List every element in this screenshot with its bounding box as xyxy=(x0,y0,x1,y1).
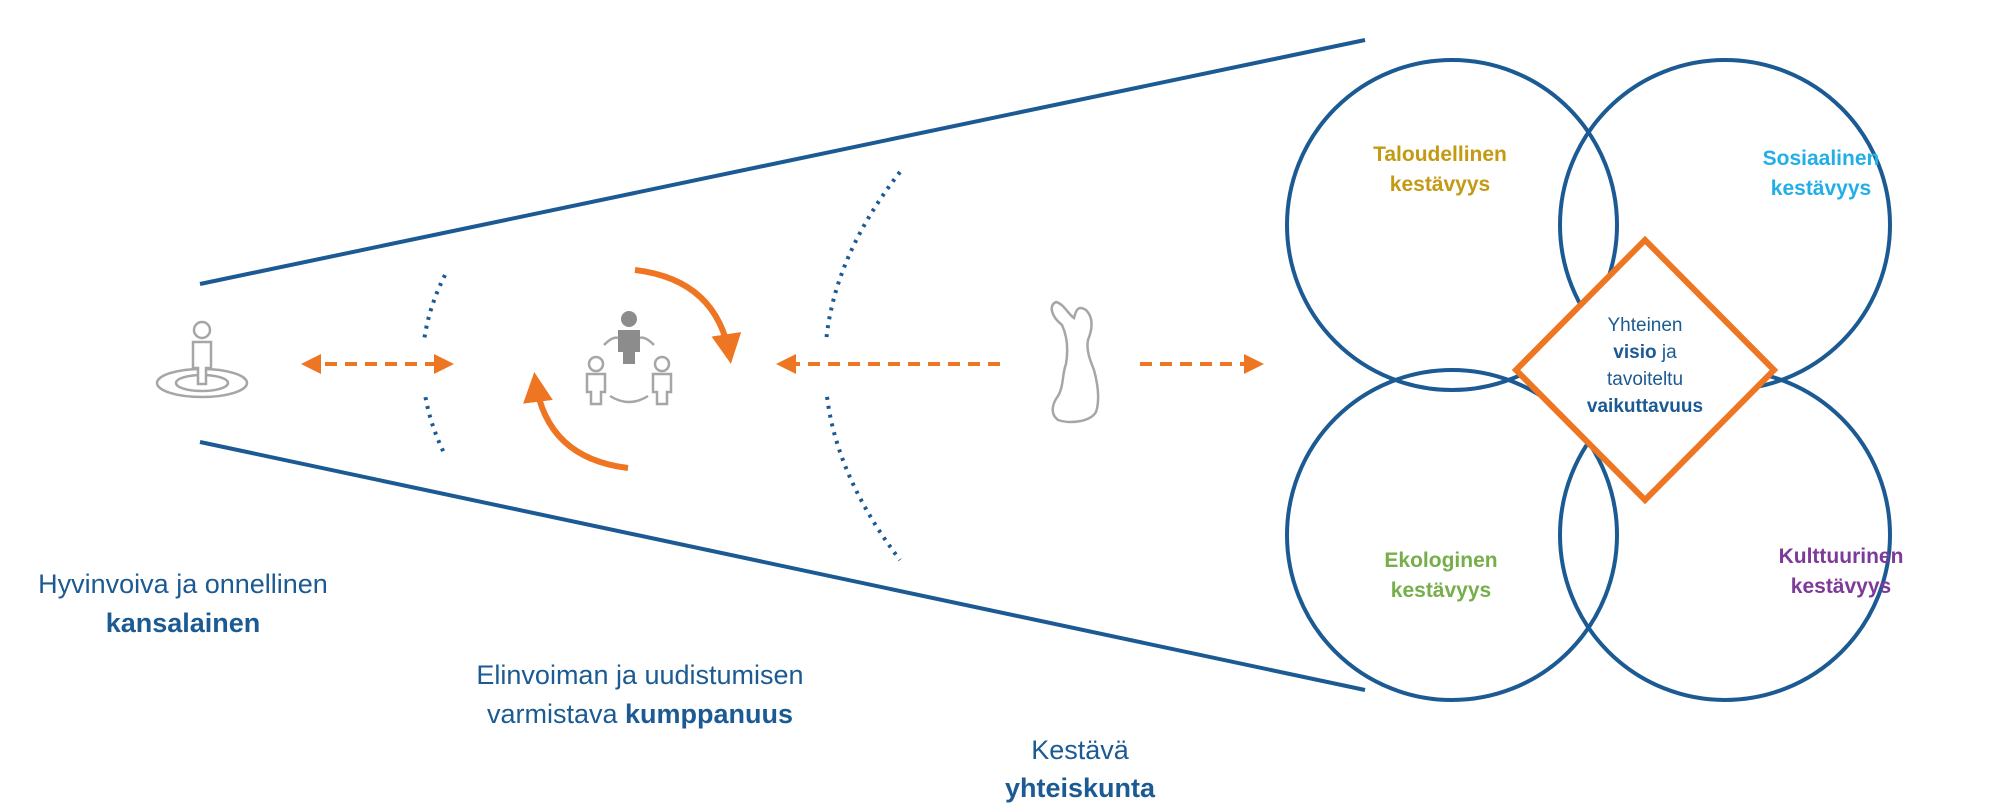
person-target-icon xyxy=(155,320,249,399)
finland-map-icon xyxy=(1050,300,1100,424)
center-diamond xyxy=(1511,235,1779,505)
partnership-varmistava: varmistava xyxy=(487,699,625,729)
center-visio: visio xyxy=(1613,342,1656,363)
group-people-icon xyxy=(585,311,673,406)
partnership-label-2: varmistava kumppanuus xyxy=(487,699,793,729)
economic-label-1: Taloudellinen xyxy=(1373,143,1507,166)
social-label-1: Sosiaalinen xyxy=(1763,147,1880,170)
center-line-1: Yhteinen xyxy=(1607,315,1682,336)
citizen-label-1: Hyvinvoiva ja onnellinen xyxy=(38,569,328,599)
curved-arrow-top xyxy=(634,267,742,364)
center-line-3: tavoiteltu xyxy=(1607,369,1683,390)
cultural-label-2: kestävyys xyxy=(1791,575,1891,598)
social-label-2: kestävyys xyxy=(1771,177,1871,200)
center-line-2: visio ja xyxy=(1613,342,1677,363)
circle-economic xyxy=(1285,58,1619,392)
economic-label-2: kestävyys xyxy=(1390,173,1490,196)
dotted-arc-inner xyxy=(420,274,447,456)
center-line-4: vaikuttavuus xyxy=(1587,396,1703,417)
society-label-2: yhteiskunta xyxy=(1005,773,1156,803)
circle-ecological xyxy=(1285,368,1619,702)
cultural-label-1: Kulttuurinen xyxy=(1779,545,1904,568)
ecological-label-2: kestävyys xyxy=(1391,579,1491,602)
partnership-label-1: Elinvoiman ja uudistumisen xyxy=(476,660,803,690)
funnel-bottom-line xyxy=(199,440,1366,692)
society-label-1: Kestävä xyxy=(1031,735,1130,765)
partnership-bold: kumppanuus xyxy=(625,699,793,729)
funnel-top-line xyxy=(199,38,1366,286)
curved-arrow-bottom xyxy=(523,372,629,471)
citizen-label-2: kansalainen xyxy=(106,608,261,638)
ecological-label-1: Ekologinen xyxy=(1384,549,1497,572)
dotted-arc-outer xyxy=(823,170,902,562)
center-ja: ja xyxy=(1657,342,1678,363)
